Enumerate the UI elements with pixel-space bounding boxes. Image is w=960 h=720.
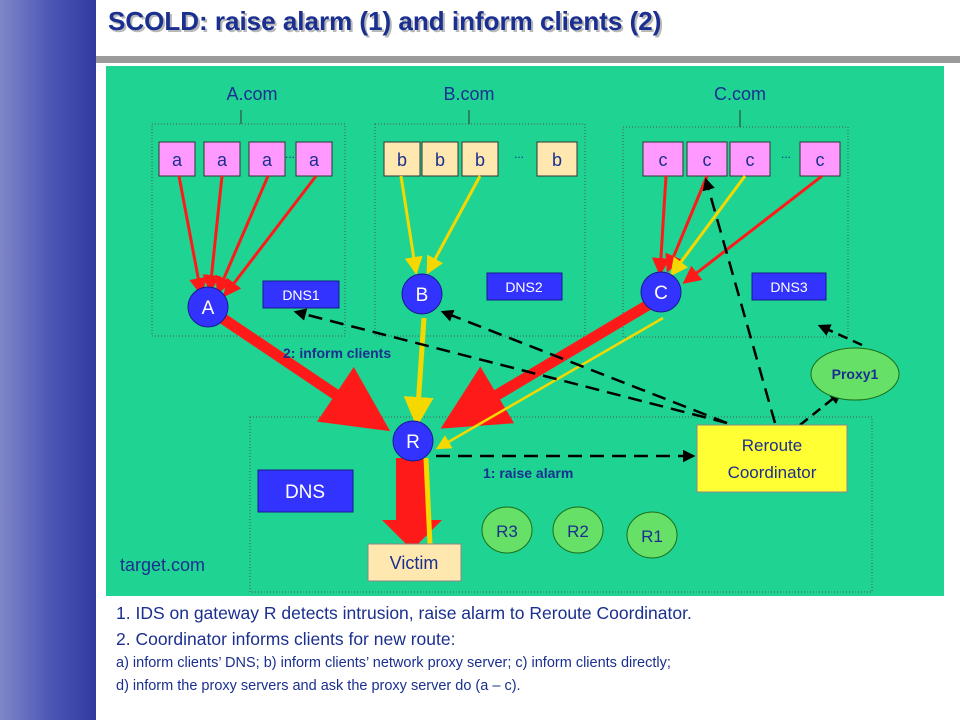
flow-c3-to-C (670, 175, 747, 277)
slide-title: SCOLD: raise alarm (1) and inform client… (108, 6, 662, 36)
proxy-to-DNS3 (817, 324, 863, 347)
router-R2: R2 (552, 506, 604, 554)
router-R1: R1 (626, 511, 678, 559)
domain-c-label: C.com (714, 84, 766, 104)
svg-text:b: b (552, 150, 562, 170)
client-c-ellipsis: ... (781, 147, 791, 161)
svg-text:a: a (172, 150, 183, 170)
domain-b-label: B.com (443, 84, 494, 104)
dns3-box: DNS3 (751, 272, 827, 301)
domain-c-box (622, 126, 849, 338)
svg-text:DNS: DNS (285, 482, 325, 503)
svg-text:R2: R2 (567, 522, 589, 541)
inform-to-DNS1 (293, 308, 728, 425)
svg-text:R1: R1 (641, 527, 663, 546)
svg-text:Proxy1: Proxy1 (832, 366, 879, 382)
client-b-ellipsis: ... (514, 147, 524, 161)
svg-text:DNS1: DNS1 (282, 287, 320, 303)
client-b-1: b (383, 141, 421, 177)
proxy1-node: Proxy1 (810, 347, 900, 401)
client-c-3: c (729, 141, 771, 177)
svg-text:R: R (406, 432, 420, 453)
svg-text:Reroute: Reroute (742, 436, 802, 455)
legit-R-to-victim (423, 457, 433, 546)
svg-text:c: c (816, 150, 825, 170)
svg-text:a: a (262, 150, 273, 170)
svg-text:DNS2: DNS2 (505, 279, 543, 295)
inform-to-client-c2 (702, 177, 777, 424)
title-rule (96, 56, 960, 63)
target-domain-label: target.com (120, 555, 205, 575)
svg-text:A: A (202, 298, 215, 319)
legit-B-to-R (403, 317, 434, 427)
inform-clients-label: 2: inform clients (283, 345, 391, 361)
svg-text:c: c (703, 150, 712, 170)
gateway-R: R (392, 420, 434, 462)
note-2: 2. Coordinator informs clients for new r… (116, 629, 456, 649)
client-a-ellipsis: ... (285, 147, 295, 161)
client-a-1: a (158, 141, 196, 177)
svg-text:a: a (217, 150, 228, 170)
inform-to-proxy (799, 391, 842, 426)
svg-text:C: C (654, 283, 668, 304)
client-c-4: c (799, 141, 841, 177)
svg-text:c: c (746, 150, 755, 170)
dns1-box: DNS1 (262, 280, 340, 309)
flow-b1-to-B (399, 175, 423, 275)
attack-A-to-R (218, 313, 391, 432)
client-c-1: c (642, 141, 684, 177)
domain-a-label: A.com (226, 84, 277, 104)
client-a-3: a (248, 141, 286, 177)
gateway-A: A (187, 286, 229, 328)
attack-C-to-R (440, 300, 651, 429)
gateway-B: B (401, 273, 443, 315)
raise-alarm-label: 1: raise alarm (483, 465, 573, 481)
flow-a3-to-A (215, 175, 270, 295)
svg-text:a: a (309, 150, 320, 170)
explanation-notes: 1. IDS on gateway R detects intrusion, r… (116, 600, 946, 698)
victim-box: Victim (367, 543, 462, 582)
flow-c2-to-C (665, 175, 709, 273)
svg-text:c: c (659, 150, 668, 170)
router-R3: R3 (481, 506, 533, 554)
client-a-4: a (295, 141, 333, 177)
flow-a1-to-A (177, 175, 208, 296)
gateway-C: C (640, 271, 682, 313)
flow-c4-to-C (682, 174, 823, 284)
slide-sidebar (0, 0, 96, 720)
flow-a2-to-A (202, 175, 224, 293)
dns2-box: DNS2 (486, 272, 563, 301)
note-4: d) inform the proxy servers and ask the … (116, 678, 521, 694)
legit-C-to-R (435, 316, 664, 450)
note-1: 1. IDS on gateway R detects intrusion, r… (116, 603, 692, 623)
client-a-2: a (203, 141, 241, 177)
flow-a4-to-A (223, 175, 318, 298)
target-dns-box: DNS (257, 469, 354, 513)
svg-text:DNS3: DNS3 (770, 279, 808, 295)
target-domain-box (249, 416, 873, 593)
client-b-2: b (421, 141, 459, 177)
svg-text:b: b (435, 150, 445, 170)
svg-text:R3: R3 (496, 522, 518, 541)
svg-text:B: B (416, 285, 429, 306)
svg-text:b: b (397, 150, 407, 170)
client-c-2: c (686, 141, 728, 177)
inform-to-B (440, 309, 728, 425)
flow-c1-to-C (651, 175, 670, 276)
client-b-3: b (461, 141, 499, 177)
svg-text:Victim: Victim (390, 553, 439, 573)
svg-text:Coordinator: Coordinator (728, 463, 817, 482)
client-b-4: b (536, 141, 578, 177)
domain-b-box (374, 123, 586, 337)
attack-R-to-victim (382, 458, 442, 550)
reroute-coordinator-box: Reroute Coordinator (696, 424, 848, 493)
note-3: a) inform clients’ DNS; b) inform client… (116, 655, 671, 671)
svg-text:b: b (475, 150, 485, 170)
flow-b3-to-B (426, 175, 482, 275)
